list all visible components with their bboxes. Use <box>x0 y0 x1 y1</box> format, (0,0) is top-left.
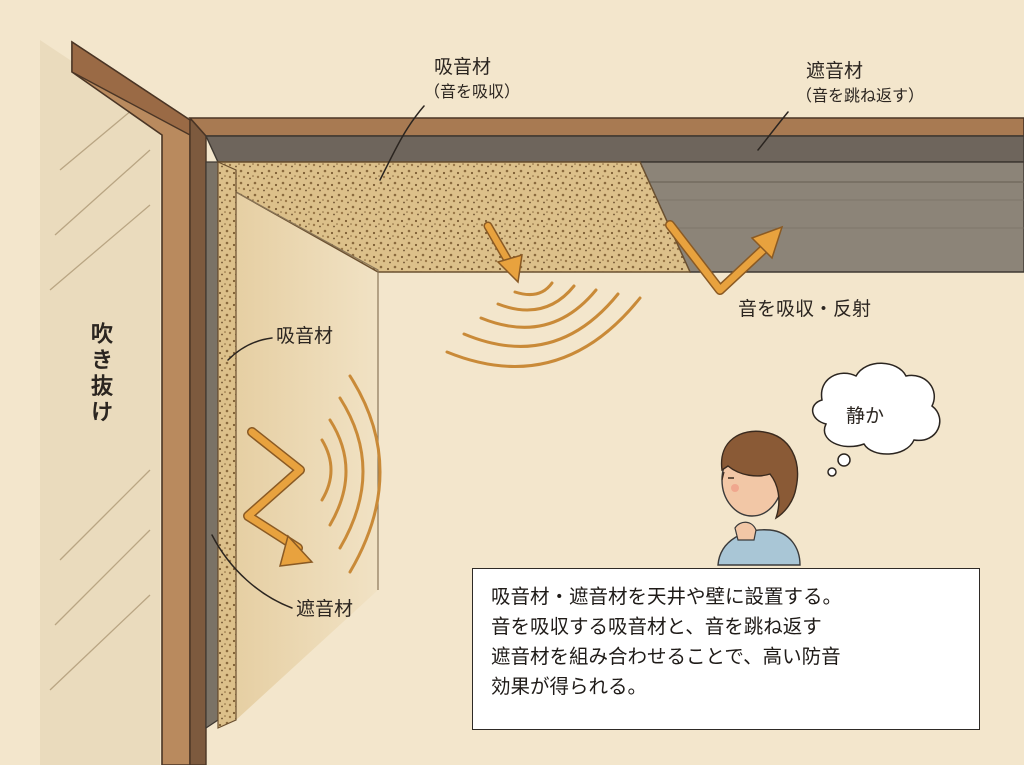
leader-ceiling-insulator <box>757 111 789 151</box>
left-frame <box>71 40 207 765</box>
thought-bubble-text: 静か <box>846 405 885 427</box>
void-label: 吹き抜け <box>87 322 112 426</box>
person <box>717 430 801 566</box>
wall-insulator-label: 遮音材 <box>296 598 354 620</box>
ceiling-absorber-note: （音を吸収） <box>424 82 521 101</box>
thought-bubble <box>812 362 941 477</box>
leader-ceiling-absorber <box>379 105 425 181</box>
ceiling-absorber-label: 吸音材 <box>434 56 492 78</box>
ceiling-absorb-arrow <box>483 221 523 284</box>
caption-line: 吸音材・遮音材を天井や壁に設置する。 <box>491 585 843 608</box>
wall-reflect-arrow <box>243 427 314 567</box>
wall-absorber-label: 吸音材 <box>276 325 334 347</box>
ceiling-insulator-label: 遮音材 <box>806 60 864 82</box>
wall-insulator <box>205 161 219 730</box>
ceiling-reflect-arrow <box>665 220 784 295</box>
leader-wall-insulator <box>211 534 293 609</box>
wall-sound-waves <box>320 374 382 574</box>
ceiling-insulator-note: （音を跳ね返す） <box>796 86 925 105</box>
caption-line: 効果が得られる。 <box>491 675 648 698</box>
absorb-reflect-label: 音を吸収・反射 <box>738 298 872 320</box>
ceiling-sound-waves <box>445 281 642 368</box>
ceiling-beam <box>188 117 1024 163</box>
caption-line: 遮音材を組み合わせることで、高い防音 <box>491 645 841 668</box>
caption-box: 吸音材・遮音材を天井や壁に設置する。 音を吸収する吸音材と、音を跳ね返す 遮音材… <box>472 568 980 730</box>
caption-line: 音を吸収する吸音材と、音を跳ね返す <box>491 615 822 638</box>
leader-wall-absorber <box>227 337 273 361</box>
wall-absorber <box>217 161 237 729</box>
ceiling-corner-line <box>235 191 379 590</box>
interior-wall <box>236 192 378 720</box>
